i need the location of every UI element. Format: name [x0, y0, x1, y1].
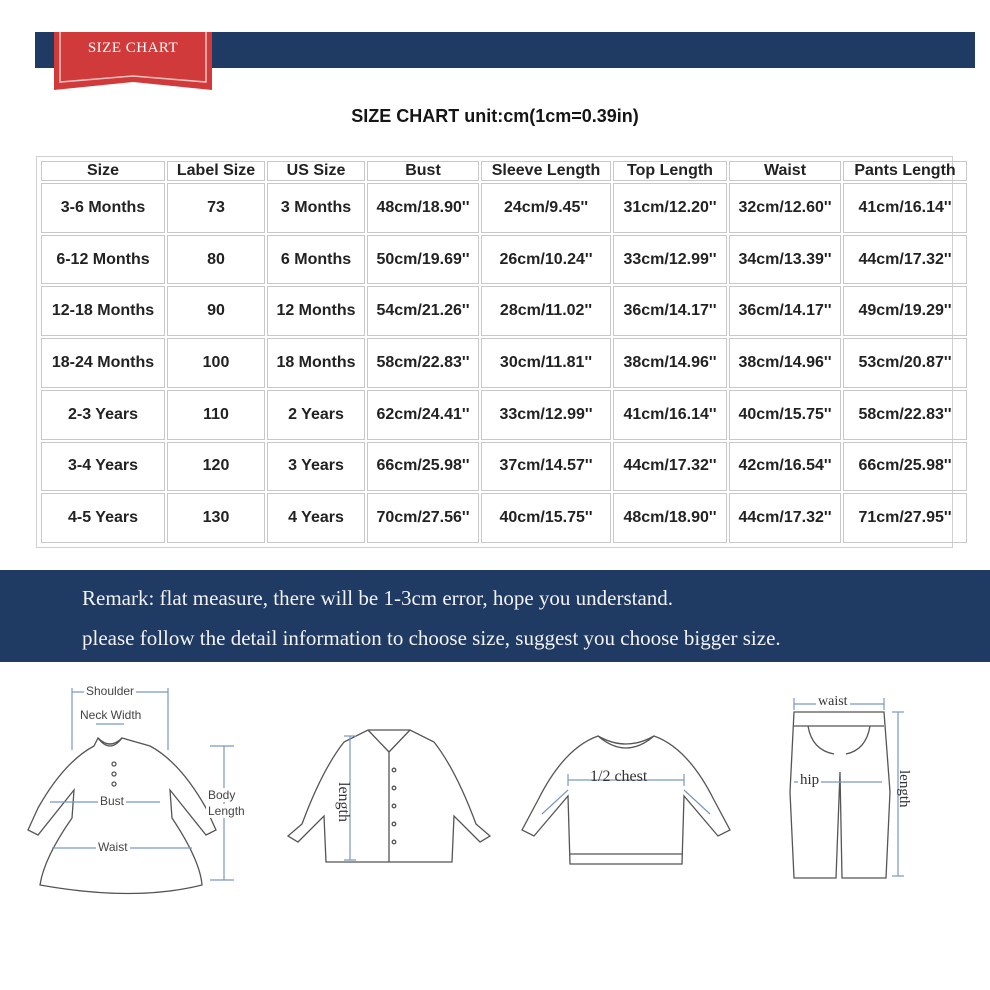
table-cell: 49cm/19.29'' — [843, 286, 967, 337]
column-header: Top Length — [613, 161, 727, 181]
table-cell: 53cm/20.87'' — [843, 338, 967, 388]
table-row: 3-4 Years 120 3 Years 66cm/25.98'' 37cm/… — [41, 441, 967, 492]
pants-length-label: length — [896, 770, 912, 808]
table-cell: 44cm/17.32'' — [843, 234, 967, 285]
table-cell: 40cm/15.75'' — [729, 389, 841, 440]
table-cell: 110 — [167, 389, 265, 440]
table-cell: 2 Years — [267, 389, 365, 440]
table-cell: 54cm/21.26'' — [367, 286, 479, 337]
remark-line-1: Remark: flat measure, there will be 1-3c… — [82, 586, 674, 610]
column-header: Sleeve Length — [481, 161, 611, 181]
table-cell: 4-5 Years — [41, 493, 165, 543]
table-cell: 32cm/12.60'' — [729, 183, 841, 233]
pants-illustration — [789, 698, 904, 879]
shirt-illustration — [286, 729, 492, 863]
pants-diagram: waist hip length — [786, 692, 916, 888]
table-cell: 62cm/24.41'' — [367, 389, 479, 440]
table-cell: 30cm/11.81'' — [481, 338, 611, 388]
size-table: Size Label Size US Size Bust Sleeve Leng… — [36, 156, 967, 548]
table-cell: 18-24 Months — [41, 338, 165, 388]
waist-label: Waist — [96, 840, 130, 854]
table-cell: 36cm/14.17'' — [613, 286, 727, 337]
body-length-label-2: Length — [206, 804, 247, 818]
column-header: Waist — [729, 161, 841, 181]
table-cell: 90 — [167, 286, 265, 337]
table-header-row: Size Label Size US Size Bust Sleeve Leng… — [41, 161, 967, 181]
remark-band: Remark: flat measure, there will be 1-3c… — [0, 570, 990, 662]
column-header: Pants Length — [843, 161, 967, 181]
table-cell: 3-6 Months — [41, 183, 165, 233]
table-cell: 58cm/22.83'' — [367, 338, 479, 388]
table-cell: 42cm/16.54'' — [729, 441, 841, 492]
sweater-diagram: 1/2 chest — [518, 730, 734, 870]
table-row: 2-3 Years 110 2 Years 62cm/24.41'' 33cm/… — [41, 389, 967, 440]
table-cell: 71cm/27.95'' — [843, 493, 967, 543]
body-length-label-1: Body — [206, 788, 238, 802]
table-cell: 37cm/14.57'' — [481, 441, 611, 492]
table-row: 3-6 Months 73 3 Months 48cm/18.90'' 24cm… — [41, 183, 967, 233]
chart-title: SIZE CHART unit:cm(1cm=0.39in) — [351, 106, 639, 126]
table-cell: 18 Months — [267, 338, 365, 388]
column-header: Bust — [367, 161, 479, 181]
table-cell: 48cm/18.90'' — [367, 183, 479, 233]
dress-diagram: Shoulder Neck Width Bust Waist Body Leng… — [10, 680, 260, 900]
table-cell: 4 Years — [267, 493, 365, 543]
table-cell: 44cm/17.32'' — [613, 441, 727, 492]
table-cell: 41cm/16.14'' — [843, 183, 967, 233]
column-header: US Size — [267, 161, 365, 181]
table-cell: 58cm/22.83'' — [843, 389, 967, 440]
table-cell: 100 — [167, 338, 265, 388]
shirt-diagram: length — [284, 722, 496, 872]
sweater-illustration — [521, 735, 731, 865]
shoulder-label: Shoulder — [84, 684, 137, 698]
table-cell: 44cm/17.32'' — [729, 493, 841, 543]
remark-line-2: please follow the detail information to … — [82, 626, 781, 650]
table-cell: 48cm/18.90'' — [613, 493, 727, 543]
table-cell: 6 Months — [267, 234, 365, 285]
neck-width-label: Neck Width — [78, 708, 144, 722]
table-cell: 28cm/11.02'' — [481, 286, 611, 337]
table-cell: 36cm/14.17'' — [729, 286, 841, 337]
table-cell: 3 Years — [267, 441, 365, 492]
table-cell: 73 — [167, 183, 265, 233]
table-cell: 38cm/14.96'' — [729, 338, 841, 388]
table-cell: 41cm/16.14'' — [613, 389, 727, 440]
ribbon-label: SIZE CHART — [87, 40, 179, 56]
table-cell: 120 — [167, 441, 265, 492]
table-cell: 2-3 Years — [41, 389, 165, 440]
pants-hip-label: hip — [798, 772, 822, 789]
table-cell: 130 — [167, 493, 265, 543]
table-cell: 34cm/13.39'' — [729, 234, 841, 285]
table-cell: 70cm/27.56'' — [367, 493, 479, 543]
chest-label: 1/2 chest — [590, 768, 648, 785]
table-row: 12-18 Months 90 12 Months 54cm/21.26'' 2… — [41, 286, 967, 337]
table-cell: 3 Months — [267, 183, 365, 233]
table-cell: 66cm/25.98'' — [843, 441, 967, 492]
table-cell: 6-12 Months — [41, 234, 165, 285]
table-cell: 3-4 Years — [41, 441, 165, 492]
table-cell: 40cm/15.75'' — [481, 493, 611, 543]
measurement-diagrams: Shoulder Neck Width Bust Waist Body Leng… — [0, 672, 990, 912]
table-cell: 50cm/19.69'' — [367, 234, 479, 285]
table-cell: 38cm/14.96'' — [613, 338, 727, 388]
column-header: Size — [41, 161, 165, 181]
column-header: Label Size — [167, 161, 265, 181]
table-row: 6-12 Months 80 6 Months 50cm/19.69'' 26c… — [41, 234, 967, 285]
table-row: 4-5 Years 130 4 Years 70cm/27.56'' 40cm/… — [41, 493, 967, 543]
size-chart-ribbon: SIZE CHART — [54, 32, 212, 90]
table-cell: 31cm/12.20'' — [613, 183, 727, 233]
shirt-length-label: length — [335, 782, 352, 822]
table-cell: 24cm/9.45'' — [481, 183, 611, 233]
table-cell: 26cm/10.24'' — [481, 234, 611, 285]
bust-label: Bust — [98, 794, 127, 808]
table-cell: 12-18 Months — [41, 286, 165, 337]
pants-waist-label: waist — [816, 694, 850, 710]
table-cell: 66cm/25.98'' — [367, 441, 479, 492]
table-cell: 33cm/12.99'' — [613, 234, 727, 285]
table-cell: 12 Months — [267, 286, 365, 337]
table-cell: 33cm/12.99'' — [481, 389, 611, 440]
table-row: 18-24 Months 100 18 Months 58cm/22.83'' … — [41, 338, 967, 388]
table-cell: 80 — [167, 234, 265, 285]
